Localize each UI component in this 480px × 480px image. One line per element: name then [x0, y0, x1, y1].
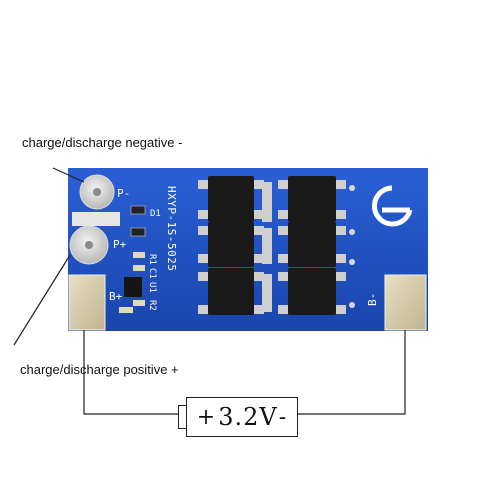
- battery-plus: +: [196, 404, 217, 430]
- d1-silk: D1: [150, 209, 161, 219]
- c1-silk: C1: [147, 268, 157, 279]
- mosfet-4: [288, 176, 336, 222]
- mosfet-6: [288, 268, 336, 315]
- battery-unit: V: [259, 403, 278, 431]
- negative-terminal-label: charge/discharge negative -: [22, 135, 183, 150]
- negative-leader-line: [52, 167, 85, 183]
- b-plus-pad: [68, 274, 106, 331]
- u1-silk: U1: [147, 282, 157, 293]
- b-minus-silk: B-: [366, 293, 379, 306]
- battery-tab: [178, 405, 186, 429]
- mosfet-2: [208, 222, 254, 267]
- manufacturer-logo-icon: [371, 185, 413, 227]
- b-minus-wire: [298, 330, 406, 415]
- diode-d1: [130, 205, 146, 215]
- battery-voltage: 3.2: [218, 403, 260, 431]
- mosfet-3: [208, 268, 254, 315]
- ic-u1: [124, 277, 142, 297]
- b-minus-pad: [384, 274, 427, 331]
- mosfet-5: [288, 222, 336, 267]
- mosfet-1: [208, 176, 254, 222]
- p-plus-silk: P+: [113, 238, 127, 251]
- b-plus-wire: [83, 330, 178, 415]
- r2-silk: R2: [147, 300, 157, 311]
- battery-minus: -: [278, 404, 288, 430]
- positive-terminal-label: charge/discharge positive +: [20, 362, 179, 377]
- positive-leader-line: [13, 254, 71, 346]
- model-silk: HXYP-1S-5025: [165, 186, 178, 271]
- mosfet-array: [198, 176, 346, 315]
- p-minus-silk: P-: [117, 187, 130, 200]
- battery-symbol: + 3.2 V -: [186, 397, 298, 437]
- r1-silk: R1: [147, 254, 157, 265]
- b-plus-silk: B+: [109, 290, 123, 303]
